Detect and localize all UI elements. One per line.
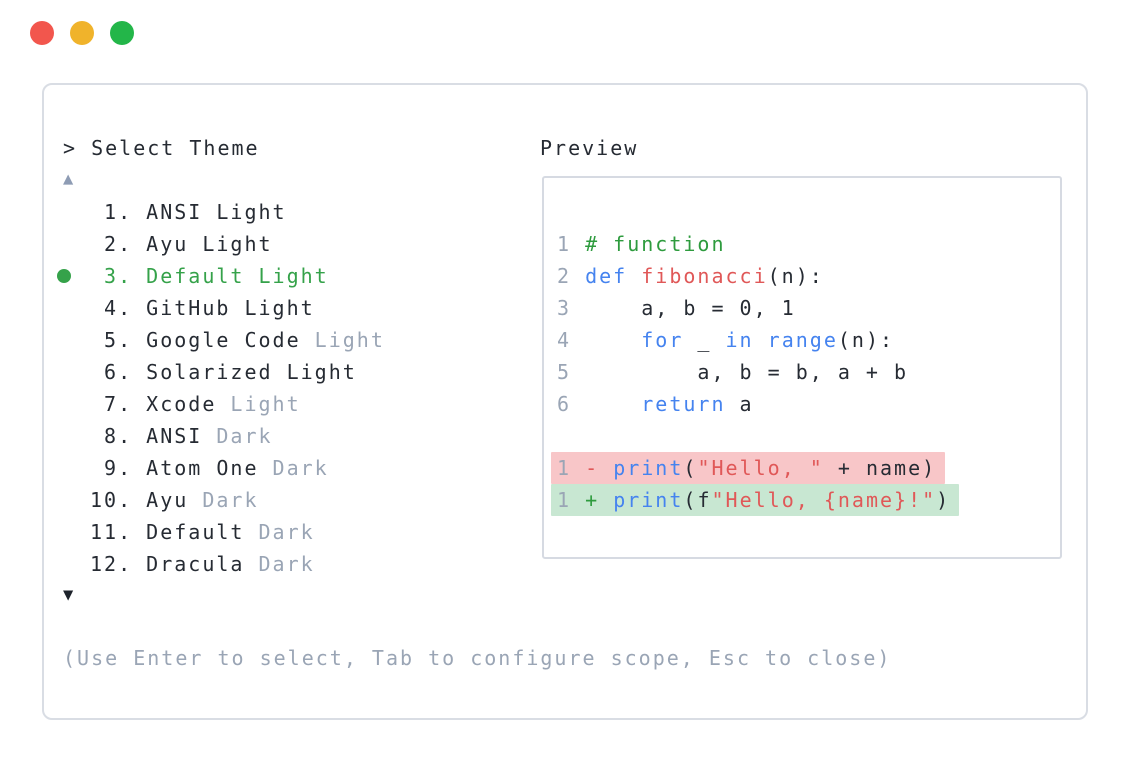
code-blank-line: [557, 420, 1060, 452]
keyboard-hint: (Use Enter to select, Tab to configure s…: [63, 646, 892, 670]
theme-option[interactable]: 1. ANSI Light: [90, 196, 385, 228]
code-token: (n):: [837, 328, 895, 352]
code-token: + name): [823, 456, 937, 480]
theme-option-muted-suffix: Dark: [244, 520, 315, 544]
selected-indicator-icon: [57, 269, 71, 283]
theme-option-label: 7. Xcode: [90, 392, 217, 416]
code-token: print: [613, 488, 684, 512]
code-token: [627, 264, 641, 288]
traffic-light-close-button[interactable]: [30, 21, 54, 45]
code-token: (: [683, 456, 698, 480]
theme-option[interactable]: 3. Default Light: [57, 260, 385, 292]
theme-option[interactable]: 11. Default Dark: [90, 516, 385, 548]
theme-option-label: 5. Google Code: [90, 328, 301, 352]
theme-option-muted-suffix: Light: [216, 392, 301, 416]
code-token: a, b = 0, 1: [585, 296, 796, 320]
code-line: 2 def fibonacci(n):: [557, 260, 1060, 292]
theme-option-label: 8. ANSI: [90, 424, 203, 448]
line-number: 6: [557, 392, 586, 416]
theme-option-label: 4. GitHub Light: [90, 296, 315, 320]
code-token: [585, 392, 641, 416]
theme-option-label: 11. Default: [90, 520, 245, 544]
theme-option[interactable]: 10. Ayu Dark: [90, 484, 385, 516]
theme-option-label: 2. Ayu Light: [90, 232, 273, 256]
code-token: [585, 328, 641, 352]
code-line: 6 return a: [557, 388, 1060, 420]
code-line: 3 a, b = 0, 1: [557, 292, 1060, 324]
scroll-down-icon[interactable]: ▼: [63, 585, 74, 605]
theme-option-label: 6. Solarized Light: [90, 360, 357, 384]
code-token: a, b = b, a + b: [585, 360, 909, 384]
theme-option[interactable]: 7. Xcode Light: [90, 388, 385, 420]
code-token: "Hello, ": [697, 456, 824, 480]
theme-option-label: 1. ANSI Light: [90, 200, 287, 224]
theme-option[interactable]: 2. Ayu Light: [90, 228, 385, 260]
line-number: 4: [557, 328, 586, 352]
code-line: 4 for _ in range(n):: [557, 324, 1060, 356]
diff-highlight: 1 + print(f"Hello, {name}!"): [551, 484, 960, 516]
theme-option-muted-suffix: Dark: [188, 488, 259, 512]
code-line: 1 # function: [557, 228, 1060, 260]
code-token: fibonacci: [641, 264, 768, 288]
code-token: return: [641, 392, 726, 416]
line-number: 3: [557, 296, 586, 320]
code-token: # function: [585, 232, 726, 256]
code-token: (n):: [767, 264, 824, 288]
code-token: ): [936, 488, 951, 512]
theme-option[interactable]: 8. ANSI Dark: [90, 420, 385, 452]
code-token: [754, 328, 768, 352]
code-token: for: [641, 328, 684, 352]
code-token: (f: [683, 488, 712, 512]
scroll-up-icon[interactable]: ▲: [63, 169, 74, 189]
theme-option[interactable]: 6. Solarized Light: [90, 356, 385, 388]
diff-highlight: 1 - print("Hello, " + name): [551, 452, 946, 484]
theme-option[interactable]: 4. GitHub Light: [90, 292, 385, 324]
diff-sign: -: [585, 456, 614, 480]
theme-option-muted-suffix: Dark: [258, 456, 329, 480]
diff-added-line: 1 + print(f"Hello, {name}!"): [551, 484, 1060, 516]
code-line: 5 a, b = b, a + b: [557, 356, 1060, 388]
theme-option-muted-suffix: Dark: [244, 552, 315, 576]
preview-title: Preview: [540, 136, 639, 160]
theme-option-label: 12. Dracula: [90, 552, 245, 576]
theme-option-label: 3. Default Light: [90, 264, 329, 288]
code-token: in: [725, 328, 754, 352]
theme-option[interactable]: 12. Dracula Dark: [90, 548, 385, 580]
theme-option[interactable]: 9. Atom One Dark: [90, 452, 385, 484]
line-number: 5: [557, 360, 586, 384]
code-token: print: [613, 456, 684, 480]
code-token: def: [585, 264, 628, 288]
code-token: _: [683, 328, 726, 352]
theme-option-label: 9. Atom One: [90, 456, 259, 480]
theme-picker-dialog: > Select Theme ▲ 1. ANSI Light 2. Ayu Li…: [42, 83, 1088, 720]
theme-option-muted-suffix: Light: [300, 328, 385, 352]
traffic-light-zoom-button[interactable]: [110, 21, 134, 45]
window-controls: [30, 21, 134, 45]
code-token: range: [767, 328, 838, 352]
theme-list: 1. ANSI Light 2. Ayu Light 3. Default Li…: [57, 196, 385, 580]
line-number: 1: [557, 456, 586, 480]
theme-option-muted-suffix: Dark: [202, 424, 273, 448]
traffic-light-minimize-button[interactable]: [70, 21, 94, 45]
line-number: 1: [557, 232, 586, 256]
line-number: 1: [557, 488, 586, 512]
line-number: 2: [557, 264, 586, 288]
select-theme-prompt: > Select Theme: [63, 136, 260, 160]
code-token: "Hello, {name}!": [711, 488, 937, 512]
code-token: a: [725, 392, 754, 416]
diff-sign: +: [585, 488, 614, 512]
diff-removed-line: 1 - print("Hello, " + name): [551, 452, 1060, 484]
theme-option[interactable]: 5. Google Code Light: [90, 324, 385, 356]
theme-option-label: 10. Ayu: [90, 488, 189, 512]
